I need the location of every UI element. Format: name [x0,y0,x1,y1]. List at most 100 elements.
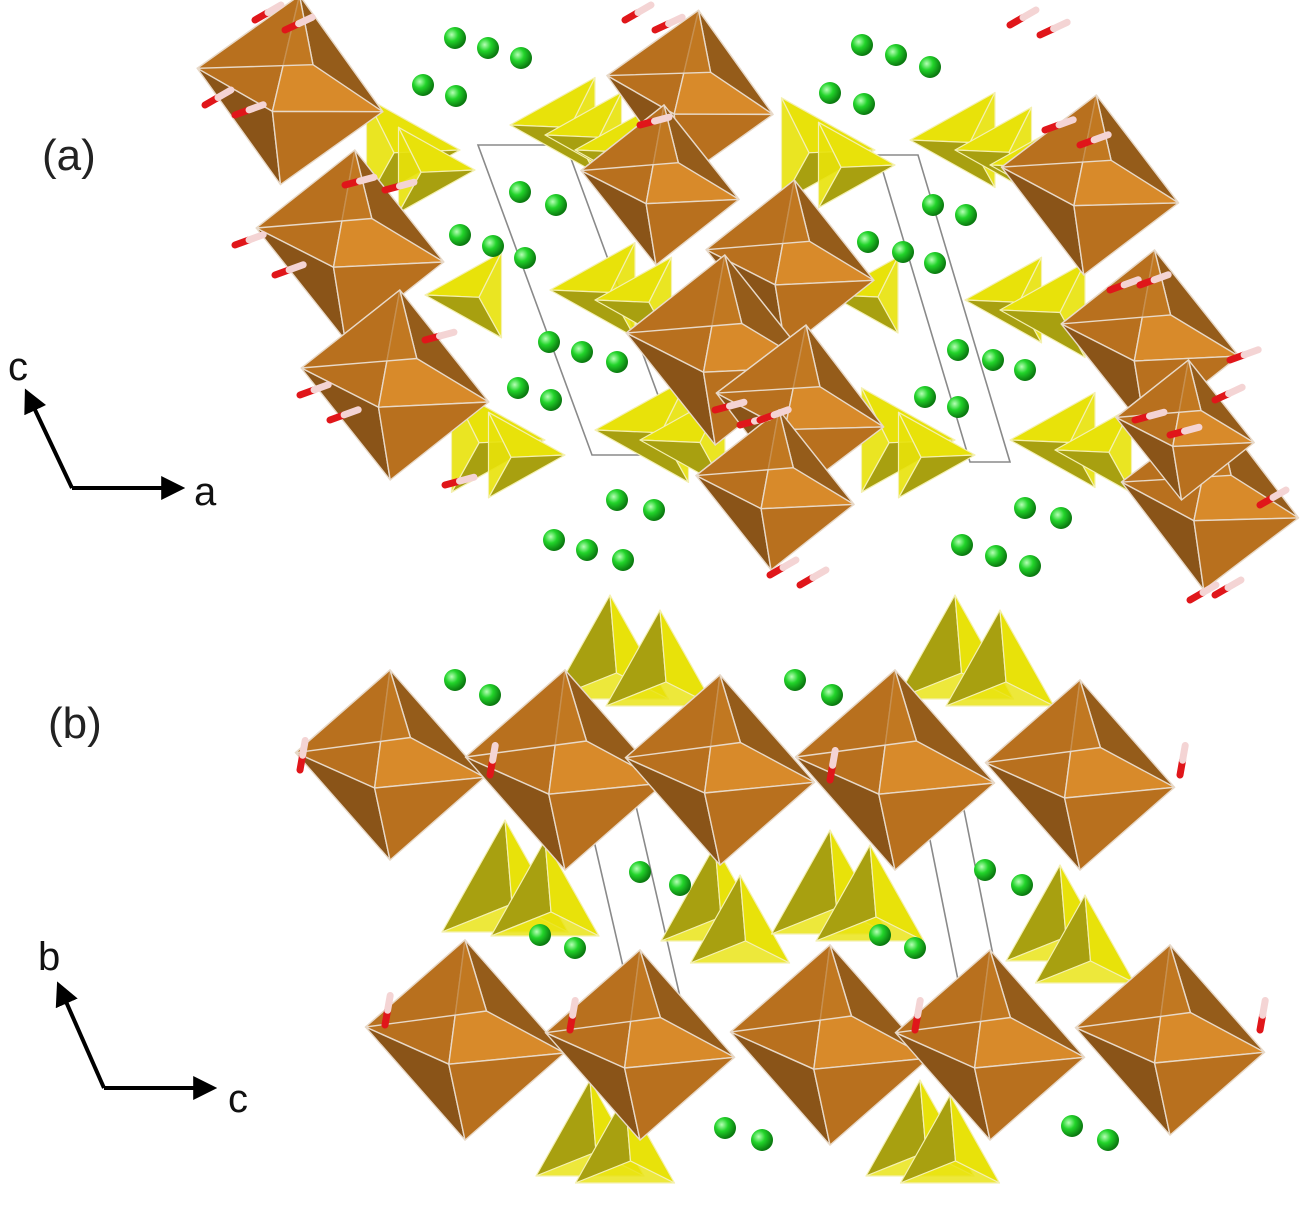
tetrahedron [487,411,566,499]
atom-sphere [412,74,434,96]
atom-sphere [751,1129,773,1151]
bond-stick [1211,383,1246,404]
atom-sphere [1014,359,1036,381]
bond-stick [381,991,394,1029]
atom-sphere [482,235,504,257]
atom-sphere [669,874,691,896]
unit-cell-outline [876,154,1012,463]
octahedron [364,939,566,1141]
bond-stick [381,178,418,194]
atom-sphere [985,545,1007,567]
bond-stick [911,996,924,1034]
tetrahedron [945,609,1055,707]
bond-stick [231,101,267,119]
tetrahedron [899,1094,1001,1184]
panel-b-axes: b c [38,935,248,1121]
bond-stick [421,328,458,344]
octahedron [705,179,875,351]
axis-label-a: a [194,470,217,514]
panel-a-tetrahedra [365,76,1133,499]
octahedron [580,104,740,266]
bond-stick [1211,576,1245,599]
bond-stick [1041,116,1077,134]
panel-b-octahedra [294,669,1266,1146]
octahedron [1000,94,1180,276]
bond-stick [1186,581,1220,604]
axis-label-c: c [228,1077,248,1121]
octahedron [255,149,445,341]
panel-a-octahedra [196,0,1300,591]
bond-stick [1076,131,1112,149]
octahedron [544,949,736,1141]
atom-sphere [510,47,532,69]
octahedron [794,669,996,871]
panel-a-label: (a) [42,131,96,180]
atom-sphere [445,85,467,107]
panel-a: (a) c a [8,0,1300,604]
bond-stick [566,996,579,1034]
bond-stick [636,113,673,129]
atom-sphere [1061,1115,1083,1137]
bond-stick [1176,741,1189,779]
atom-sphere [851,34,873,56]
tetrahedron [689,874,791,964]
bond-stick [1106,276,1142,294]
panel-a-spheres [412,27,1072,577]
atom-sphere [784,669,806,691]
atom-sphere [449,224,471,246]
tetrahedron [490,839,600,937]
bond-stick [826,746,839,784]
atom-sphere [982,349,1004,371]
bond-stick [1036,18,1071,39]
atom-sphere [853,93,875,115]
atom-sphere [543,529,565,551]
octahedron [894,949,1086,1141]
bond-stick [1256,996,1269,1034]
tetrahedron [1034,894,1136,984]
bond-stick [1226,346,1262,364]
axis-arrow-b [55,981,106,1089]
bond-stick [621,1,655,24]
atom-sphere [606,351,628,373]
atom-sphere [444,27,466,49]
octahedron [624,674,816,866]
atom-sphere [914,386,936,408]
atom-sphere [507,377,529,399]
atom-sphere [545,194,567,216]
bond-stick [651,13,686,34]
octahedron [464,669,666,871]
tetrahedron [397,126,476,214]
bond-stick [1131,408,1168,424]
octahedron [1074,944,1266,1136]
bond-stick [756,406,792,424]
bond-stick [796,566,830,589]
panel-b-spheres [444,669,1119,1151]
octahedron [1115,359,1255,501]
atom-sphere [538,331,560,353]
panel-a-bonds [201,1,1290,604]
panel-a-axes: c a [8,345,217,514]
atom-sphere [919,56,941,78]
atom-sphere [922,194,944,216]
bond-stick [1256,486,1290,509]
bond-stick [486,741,499,779]
atom-sphere [714,1117,736,1139]
atom-sphere [955,204,977,226]
atom-sphere [629,861,651,883]
axis-arrow-c [24,388,74,489]
tetrahedron [897,411,976,499]
atom-sphere [606,489,628,511]
atom-sphere [514,247,536,269]
atom-sphere [857,231,879,253]
panel-b-bonds [296,736,1269,1034]
atom-sphere [821,684,843,706]
panel-b: (b) b c [38,594,1269,1184]
atom-sphere [1097,1129,1119,1151]
tetrahedron [817,121,896,209]
atom-sphere [612,549,634,571]
atom-sphere [529,924,551,946]
axis-label-c: c [8,345,28,389]
atom-sphere [444,669,466,691]
atom-sphere [947,339,969,361]
bond-stick [711,398,748,414]
